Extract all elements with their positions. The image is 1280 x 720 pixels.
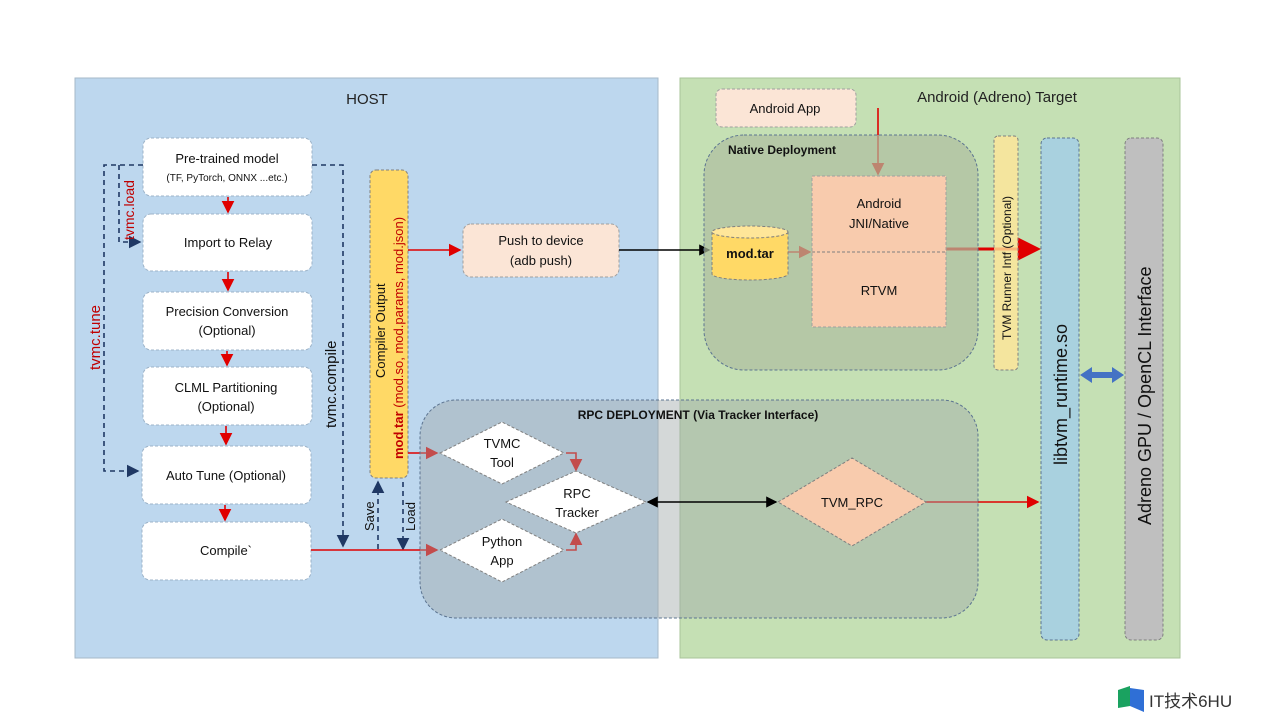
pretrained-model-sub: (TF, PyTorch, ONNX ...etc.) — [166, 173, 287, 184]
rpc-deployment-title: RPC DEPLOYMENT (Via Tracker Interface) — [578, 408, 819, 422]
python-app-label-2: App — [490, 553, 513, 568]
watermark-text: IT技术6HU — [1149, 692, 1232, 711]
push-to-device-box — [462, 223, 620, 278]
load-label: Load — [403, 502, 418, 531]
auto-tune-label: Auto Tune (Optional) — [166, 468, 286, 483]
libtvm-runtime-box — [1040, 137, 1080, 641]
save-label: Save — [362, 501, 377, 531]
libtvm-runtime-label: libtvm_runtime.so — [1051, 324, 1072, 465]
push-to-device-label: Push to device — [498, 233, 583, 248]
tvmc-tool-label-2: Tool — [490, 455, 514, 470]
mod-tar-label: mod.tar — [726, 246, 774, 261]
android-app-box — [715, 88, 857, 128]
jni-label-2: JNI/Native — [849, 216, 909, 231]
tvmc-tune-label: tvmc.tune — [87, 305, 104, 370]
mod-files: (mod.so, mod.params, mod.json) — [391, 217, 406, 411]
adreno-gpu-label: Adreno GPU / OpenCL Interface — [1135, 267, 1155, 525]
tvm-rpc-diamond — [777, 457, 927, 547]
tvm-runner-intf-box — [993, 135, 1019, 371]
import-relay-label: Import to Relay — [184, 235, 273, 250]
pipeline-arrows — [218, 197, 235, 522]
import-relay-box — [142, 213, 313, 272]
watermark-logo: IT技术6HU — [1118, 686, 1232, 712]
tvmc-tool-diamond — [438, 421, 566, 485]
clml-partitioning-box — [142, 366, 313, 426]
tvmc-tool-label-1: TVMC — [484, 436, 521, 451]
rpc-tracker-label-1: RPC — [563, 486, 590, 501]
native-deployment-title: Native Deployment — [728, 143, 836, 157]
python-app-label-1: Python — [482, 534, 522, 549]
auto-tune-box — [141, 445, 312, 505]
precision-conversion-box — [142, 291, 313, 351]
rtvm-label: RTVM — [861, 283, 898, 298]
rpc-tracker-diamond — [504, 470, 648, 534]
target-title: Android (Adreno) Target — [917, 89, 1078, 106]
compiler-output-box — [369, 169, 409, 479]
precision-conversion-sub: (Optional) — [198, 323, 255, 338]
push-to-device-sub: (adb push) — [510, 253, 572, 268]
pretrained-model-label: Pre-trained model — [175, 151, 278, 166]
jni-label-1: Android — [857, 196, 902, 211]
adreno-gpu-box — [1124, 137, 1164, 641]
clml-partitioning-label: CLML Partitioning — [175, 380, 278, 395]
android-app-label: Android App — [750, 101, 821, 116]
clml-partitioning-sub: (Optional) — [197, 399, 254, 414]
pretrained-model-box — [142, 137, 313, 197]
dashed-paths — [103, 164, 410, 551]
tvm-rpc-label: TVM_RPC — [821, 495, 883, 510]
host-title: HOST — [346, 91, 388, 108]
rpc-tracker-label-2: Tracker — [555, 505, 599, 520]
precision-conversion-label: Precision Conversion — [166, 304, 289, 319]
compiler-output-title: Compiler Output — [373, 283, 388, 378]
bidirectional-arrow — [1080, 367, 1124, 383]
mod-tar-bold: mod.tar — [391, 411, 406, 459]
tvm-runner-intf-label: TVM Runner Intf (Optional) — [1000, 196, 1014, 340]
mod-tar-cylinder: mod.tar — [711, 225, 789, 281]
tvmc-load-label: tvmc.load — [121, 180, 137, 240]
compile-box — [141, 521, 312, 581]
compiler-output-files: mod.tar (mod.so, mod.params, mod.json) — [391, 217, 406, 459]
tvmc-compile-label: tvmc.compile — [323, 340, 340, 428]
compile-label: Compile` — [200, 543, 252, 558]
pipeline: Pre-trained model (TF, PyTorch, ONNX ...… — [141, 137, 313, 581]
python-app-diamond — [438, 518, 566, 583]
